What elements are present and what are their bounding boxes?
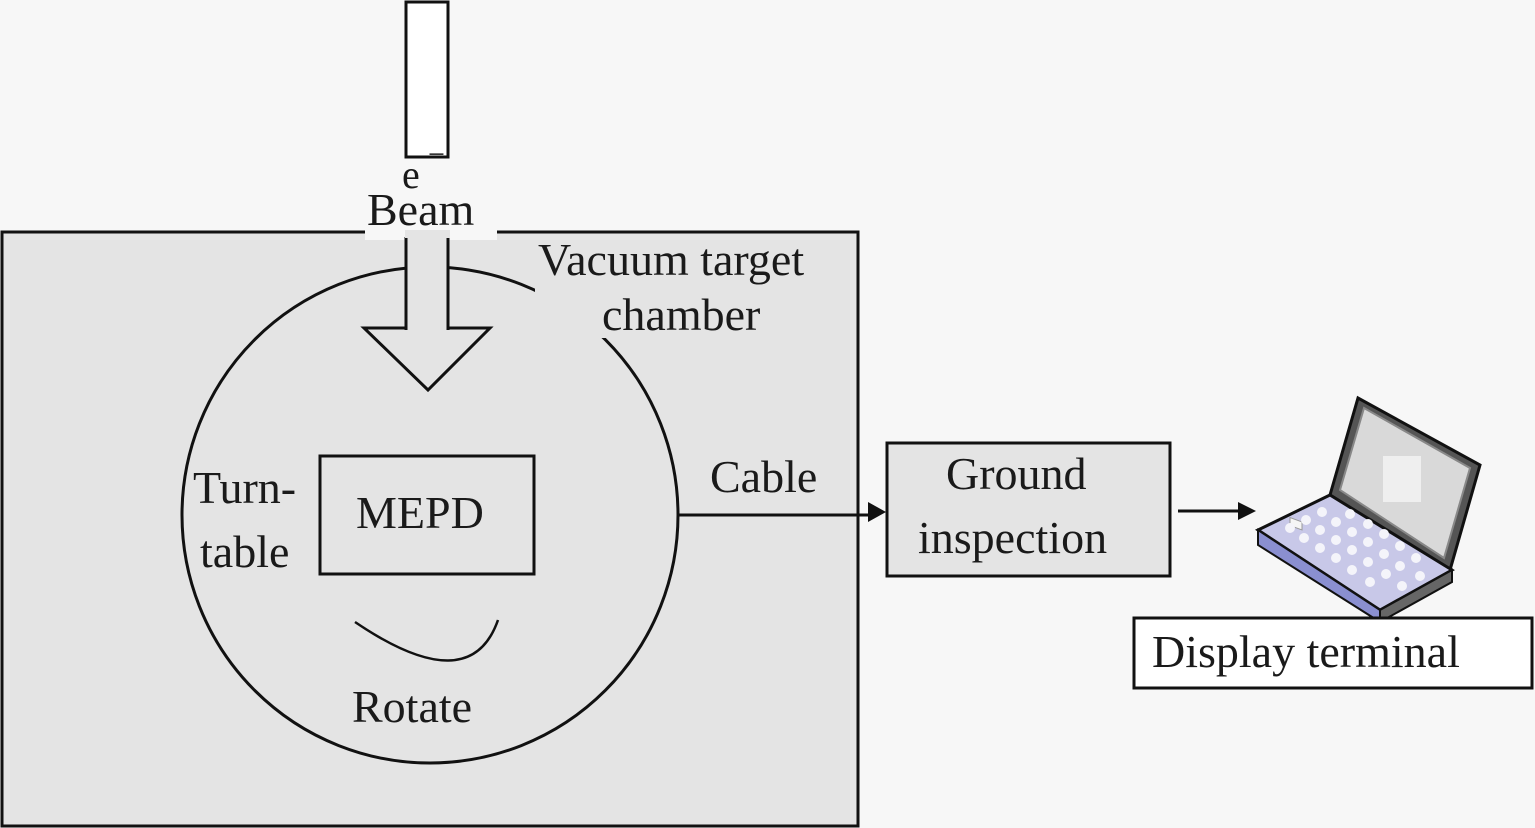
chamber-label-line2: chamber [602, 289, 760, 340]
cable-label: Cable [710, 451, 817, 502]
ground-inspection-box [885, 441, 1172, 578]
terminal-arrow [1178, 502, 1256, 520]
beam-charge-label: − [428, 138, 445, 171]
beam-label: Beam [367, 184, 475, 235]
chamber-label-line1: Vacuum target [538, 234, 804, 285]
display-terminal-box [1132, 616, 1534, 690]
cable-arrow [678, 502, 886, 522]
display-terminal-label: Display terminal [1152, 626, 1460, 677]
beam-particle-label: e [402, 152, 420, 197]
rotate-arc [354, 619, 500, 662]
rotate-label: Rotate [352, 681, 472, 732]
ground-label-line1: Ground [946, 448, 1087, 499]
laptop-icon [1254, 395, 1482, 624]
turntable-label-line1: Turn- [193, 462, 296, 513]
ground-label-line2: inspection [918, 512, 1107, 563]
mepd-label: MEPD [356, 487, 484, 538]
mepd-device [318, 454, 536, 576]
beam-tube [404, 0, 450, 159]
turntable-label-line2: table [200, 526, 289, 577]
